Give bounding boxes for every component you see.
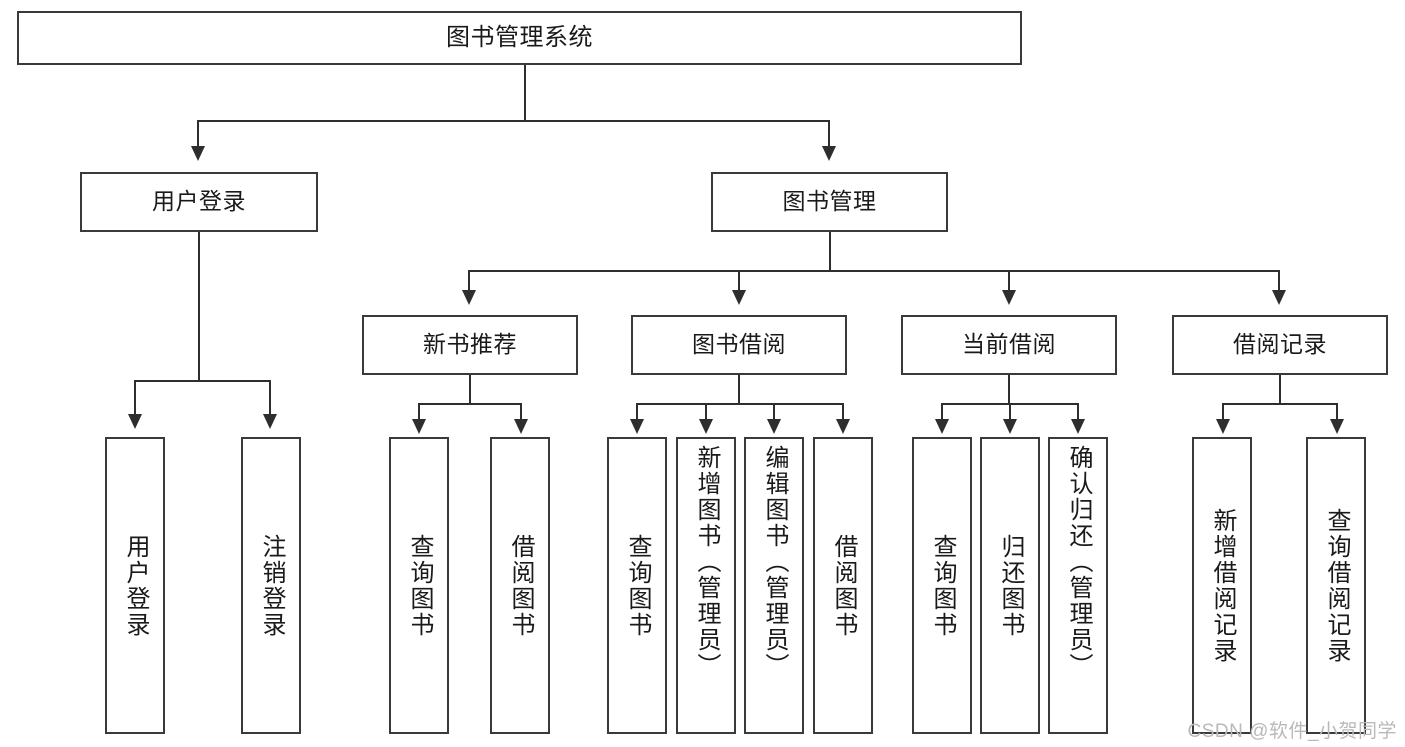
arrowhead-leaf-query-book-cb bbox=[935, 419, 949, 434]
arrowhead-book-mgmt bbox=[822, 146, 836, 161]
leaf-add-book-admin[interactable]: 新增图书（管理员） bbox=[676, 437, 736, 734]
node-label: 借阅记录 bbox=[1233, 331, 1327, 358]
node-label: 借阅图书 bbox=[507, 533, 534, 638]
arrowhead-leaf-add-record bbox=[1216, 419, 1230, 434]
connector-book-mgmt-stem bbox=[829, 232, 831, 272]
leaf-query-book-borrow[interactable]: 查询图书 bbox=[607, 437, 667, 734]
node-label: 归还图书 bbox=[997, 533, 1024, 638]
node-label: 借阅图书 bbox=[830, 533, 857, 638]
connector-book-borrow-drop-1 bbox=[636, 403, 638, 421]
connector-new-book-bus bbox=[418, 403, 522, 405]
leaf-edit-book-admin[interactable]: 编辑图书（管理员） bbox=[744, 437, 804, 734]
connector-borrow-record-drop-1 bbox=[1222, 403, 1224, 421]
connector-book-mgmt-bus bbox=[468, 270, 1280, 272]
leaf-query-book-current[interactable]: 查询图书 bbox=[912, 437, 972, 734]
connector-book-mgmt-drop-4 bbox=[1278, 270, 1280, 292]
node-book-borrow[interactable]: 图书借阅 bbox=[631, 315, 847, 375]
connector-root-to-user-login bbox=[197, 120, 199, 148]
connector-user-login-drop-2 bbox=[269, 380, 271, 416]
node-label: 新增图书（管理员） bbox=[693, 445, 720, 679]
connector-new-book-drop-1 bbox=[418, 403, 420, 421]
leaf-borrow-book-new[interactable]: 借阅图书 bbox=[490, 437, 550, 734]
node-label: 用户登录 bbox=[152, 188, 246, 215]
node-label: 用户登录 bbox=[122, 533, 149, 638]
connector-book-mgmt-drop-1 bbox=[468, 270, 470, 292]
leaf-confirm-return-admin[interactable]: 确认归还（管理员） bbox=[1048, 437, 1108, 734]
leaf-user-login[interactable]: 用户登录 bbox=[105, 437, 165, 734]
node-label: 查询图书 bbox=[624, 533, 651, 638]
connector-current-borrow-drop-3 bbox=[1077, 403, 1079, 421]
connector-borrow-record-bus bbox=[1222, 403, 1338, 405]
connector-book-borrow-drop-3 bbox=[773, 403, 775, 421]
connector-user-login-drop-1 bbox=[134, 380, 136, 416]
arrowhead-leaf-return-book bbox=[1003, 419, 1017, 434]
leaf-logout-login[interactable]: 注销登录 bbox=[241, 437, 301, 734]
arrowhead-leaf-logout bbox=[263, 414, 277, 429]
connector-book-mgmt-drop-3 bbox=[1008, 270, 1010, 292]
arrowhead-leaf-user-login bbox=[128, 414, 142, 429]
connector-current-borrow-drop-2 bbox=[1009, 403, 1011, 421]
node-label: 图书管理系统 bbox=[446, 23, 593, 51]
node-root-system[interactable]: 图书管理系统 bbox=[17, 11, 1022, 65]
arrowhead-user-login bbox=[191, 146, 205, 161]
node-label: 编辑图书（管理员） bbox=[761, 445, 788, 679]
arrowhead-leaf-query-record bbox=[1330, 419, 1344, 434]
connector-book-borrow-drop-2 bbox=[705, 403, 707, 421]
node-current-borrow[interactable]: 当前借阅 bbox=[901, 315, 1117, 375]
arrowhead-leaf-add-book bbox=[699, 419, 713, 434]
leaf-borrow-book-bb[interactable]: 借阅图书 bbox=[813, 437, 873, 734]
node-label: 图书管理 bbox=[782, 188, 877, 215]
node-label: 查询图书 bbox=[929, 533, 956, 638]
connector-root-to-book-mgmt bbox=[828, 120, 830, 148]
node-label: 查询借阅记录 bbox=[1323, 507, 1350, 664]
arrowhead-leaf-edit-book bbox=[767, 419, 781, 434]
arrowhead-leaf-confirm-return bbox=[1071, 419, 1085, 434]
node-label: 图书借阅 bbox=[692, 331, 786, 358]
node-new-book-recommend[interactable]: 新书推荐 bbox=[362, 315, 578, 375]
arrowhead-leaf-borrow-book-nb bbox=[514, 419, 528, 434]
node-book-management[interactable]: 图书管理 bbox=[711, 172, 948, 232]
connector-new-book-drop-2 bbox=[520, 403, 522, 421]
node-label: 确认归还（管理员） bbox=[1065, 445, 1092, 679]
node-user-login[interactable]: 用户登录 bbox=[80, 172, 318, 232]
node-label: 当前借阅 bbox=[962, 331, 1056, 358]
connector-borrow-record-drop-2 bbox=[1336, 403, 1338, 421]
connector-current-borrow-drop-1 bbox=[941, 403, 943, 421]
arrowhead-current-borrow bbox=[1002, 290, 1016, 305]
node-label: 新增借阅记录 bbox=[1209, 507, 1236, 664]
arrowhead-book-borrow bbox=[732, 290, 746, 305]
connector-current-borrow-stem bbox=[1008, 375, 1010, 405]
node-label: 新书推荐 bbox=[423, 331, 517, 358]
connector-root-bus bbox=[197, 120, 829, 122]
leaf-return-book[interactable]: 归还图书 bbox=[980, 437, 1040, 734]
connector-book-borrow-bus bbox=[636, 403, 844, 405]
connector-book-borrow-drop-4 bbox=[842, 403, 844, 421]
leaf-add-borrow-record[interactable]: 新增借阅记录 bbox=[1192, 437, 1252, 734]
connector-new-book-stem bbox=[469, 375, 471, 405]
arrowhead-new-book-recommend bbox=[462, 290, 476, 305]
arrowhead-leaf-query-book-bb bbox=[630, 419, 644, 434]
connector-user-login-stem bbox=[198, 232, 200, 382]
arrowhead-borrow-record bbox=[1272, 290, 1286, 305]
node-borrow-record[interactable]: 借阅记录 bbox=[1172, 315, 1388, 375]
arrowhead-leaf-query-book-nb bbox=[412, 419, 426, 434]
connector-book-mgmt-drop-2 bbox=[738, 270, 740, 292]
connector-root-stem bbox=[524, 65, 526, 120]
connector-borrow-record-stem bbox=[1279, 375, 1281, 405]
connector-book-borrow-stem bbox=[738, 375, 740, 405]
connector-user-login-bus bbox=[134, 380, 271, 382]
leaf-query-borrow-record[interactable]: 查询借阅记录 bbox=[1306, 437, 1366, 734]
leaf-query-book-new[interactable]: 查询图书 bbox=[389, 437, 449, 734]
node-label: 查询图书 bbox=[406, 533, 433, 638]
node-label: 注销登录 bbox=[258, 533, 285, 638]
arrowhead-leaf-borrow-book-bb bbox=[836, 419, 850, 434]
